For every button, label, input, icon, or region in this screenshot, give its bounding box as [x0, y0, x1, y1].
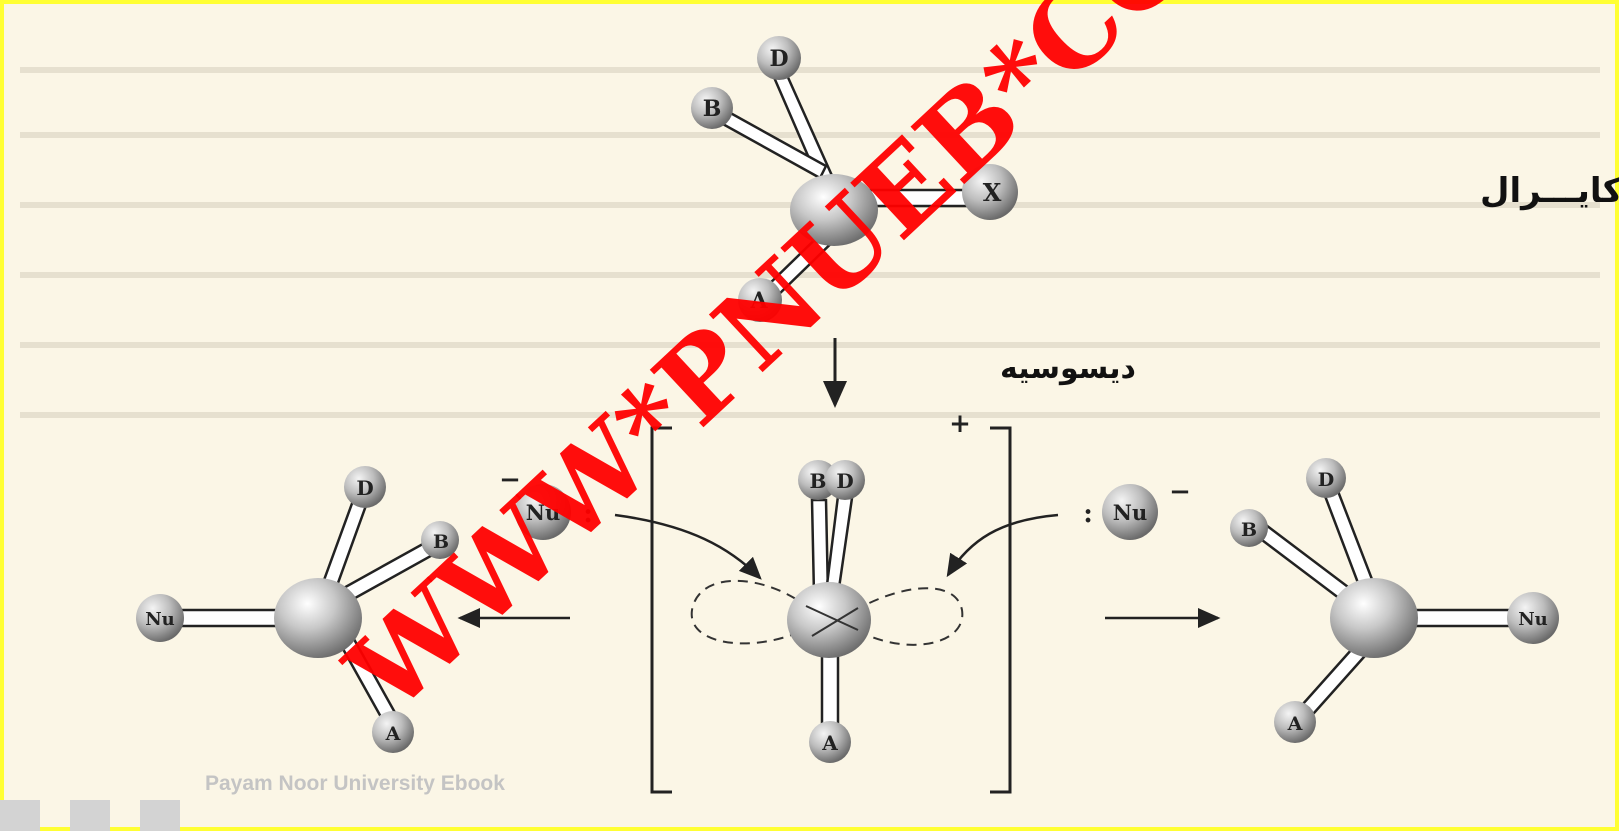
right-product-atom-b [1230, 509, 1268, 547]
substrate-label-a: A [749, 288, 768, 314]
carbocation-atom-d [825, 460, 865, 500]
left-product-label-nu: Nu [145, 609, 175, 630]
left-nucleophile: Nu − : [499, 465, 762, 580]
carbocation-molecule: B D A [690, 460, 964, 763]
substrate-label-b: B [703, 96, 722, 122]
right-attack-arrow [946, 513, 1059, 578]
left-product-molecule: D B Nu A [136, 466, 459, 753]
substrate-atom-d [757, 36, 801, 80]
right-nu-atom [1102, 484, 1158, 540]
left-product-label-a: A [385, 723, 401, 745]
left-nu-label: Nu [526, 500, 560, 525]
dissociation-caption: دیسوسیه [1000, 351, 1136, 386]
p-orbital-lobes [690, 579, 964, 646]
right-product-label-a: A [1287, 713, 1303, 735]
carbocation-label-b: B [810, 469, 827, 493]
right-product-label-d: D [1318, 469, 1334, 491]
right-product-label-b: B [1241, 519, 1257, 541]
carbocation-label-d: D [836, 469, 853, 493]
substrate-carbon-atom [790, 174, 878, 246]
right-nu-charge: − [1169, 477, 1191, 507]
right-product-atom-a [1274, 701, 1316, 743]
right-product-carbon-atom [1330, 578, 1418, 658]
right-nu-label: Nu [1113, 500, 1147, 525]
substrate-atom-a [738, 278, 782, 322]
substrate-atom-b [691, 87, 733, 129]
left-product-carbon-atom [274, 578, 362, 658]
footer-ebook-label: Payam Noor University Ebook [205, 772, 505, 795]
right-nucleophile: Nu − : [946, 477, 1191, 578]
left-nu-colon: : [583, 499, 593, 529]
carbocation-carbon-atom [787, 582, 871, 658]
substrate-label-d: D [769, 46, 788, 72]
right-product-molecule: D B Nu A [1230, 458, 1559, 743]
right-product-atom-nu [1507, 592, 1559, 644]
left-product-label-b: B [433, 531, 449, 553]
left-product-atom-b [421, 521, 459, 559]
carbocation-charge-plus: + [949, 409, 971, 439]
substrate-molecule: D B X A [691, 36, 1018, 322]
right-product-bonds [1252, 484, 1512, 724]
left-nu-atom [515, 484, 571, 540]
right-nu-colon: : [1083, 499, 1093, 529]
left-product-label-d: D [356, 476, 373, 500]
carbocation-atom-a [809, 721, 851, 763]
substrate-caption: سوبسترای کایـــرال [1480, 171, 1619, 211]
ghost-text-lines [20, 67, 1600, 418]
carbocation-bracket [650, 426, 1012, 794]
left-product-atom-nu [136, 594, 184, 642]
substrate-atom-x [962, 164, 1018, 220]
right-product-label-nu: Nu [1518, 609, 1548, 630]
right-product-atom-d [1306, 458, 1346, 498]
footer-logo-shape [0, 800, 180, 831]
substrate-label-x: X [983, 178, 1002, 207]
left-product-atom-d [344, 466, 386, 508]
left-product-atom-a [372, 711, 414, 753]
left-nu-charge: − [499, 465, 521, 495]
carbocation-label-a: A [821, 731, 838, 755]
left-attack-arrow [614, 513, 762, 580]
